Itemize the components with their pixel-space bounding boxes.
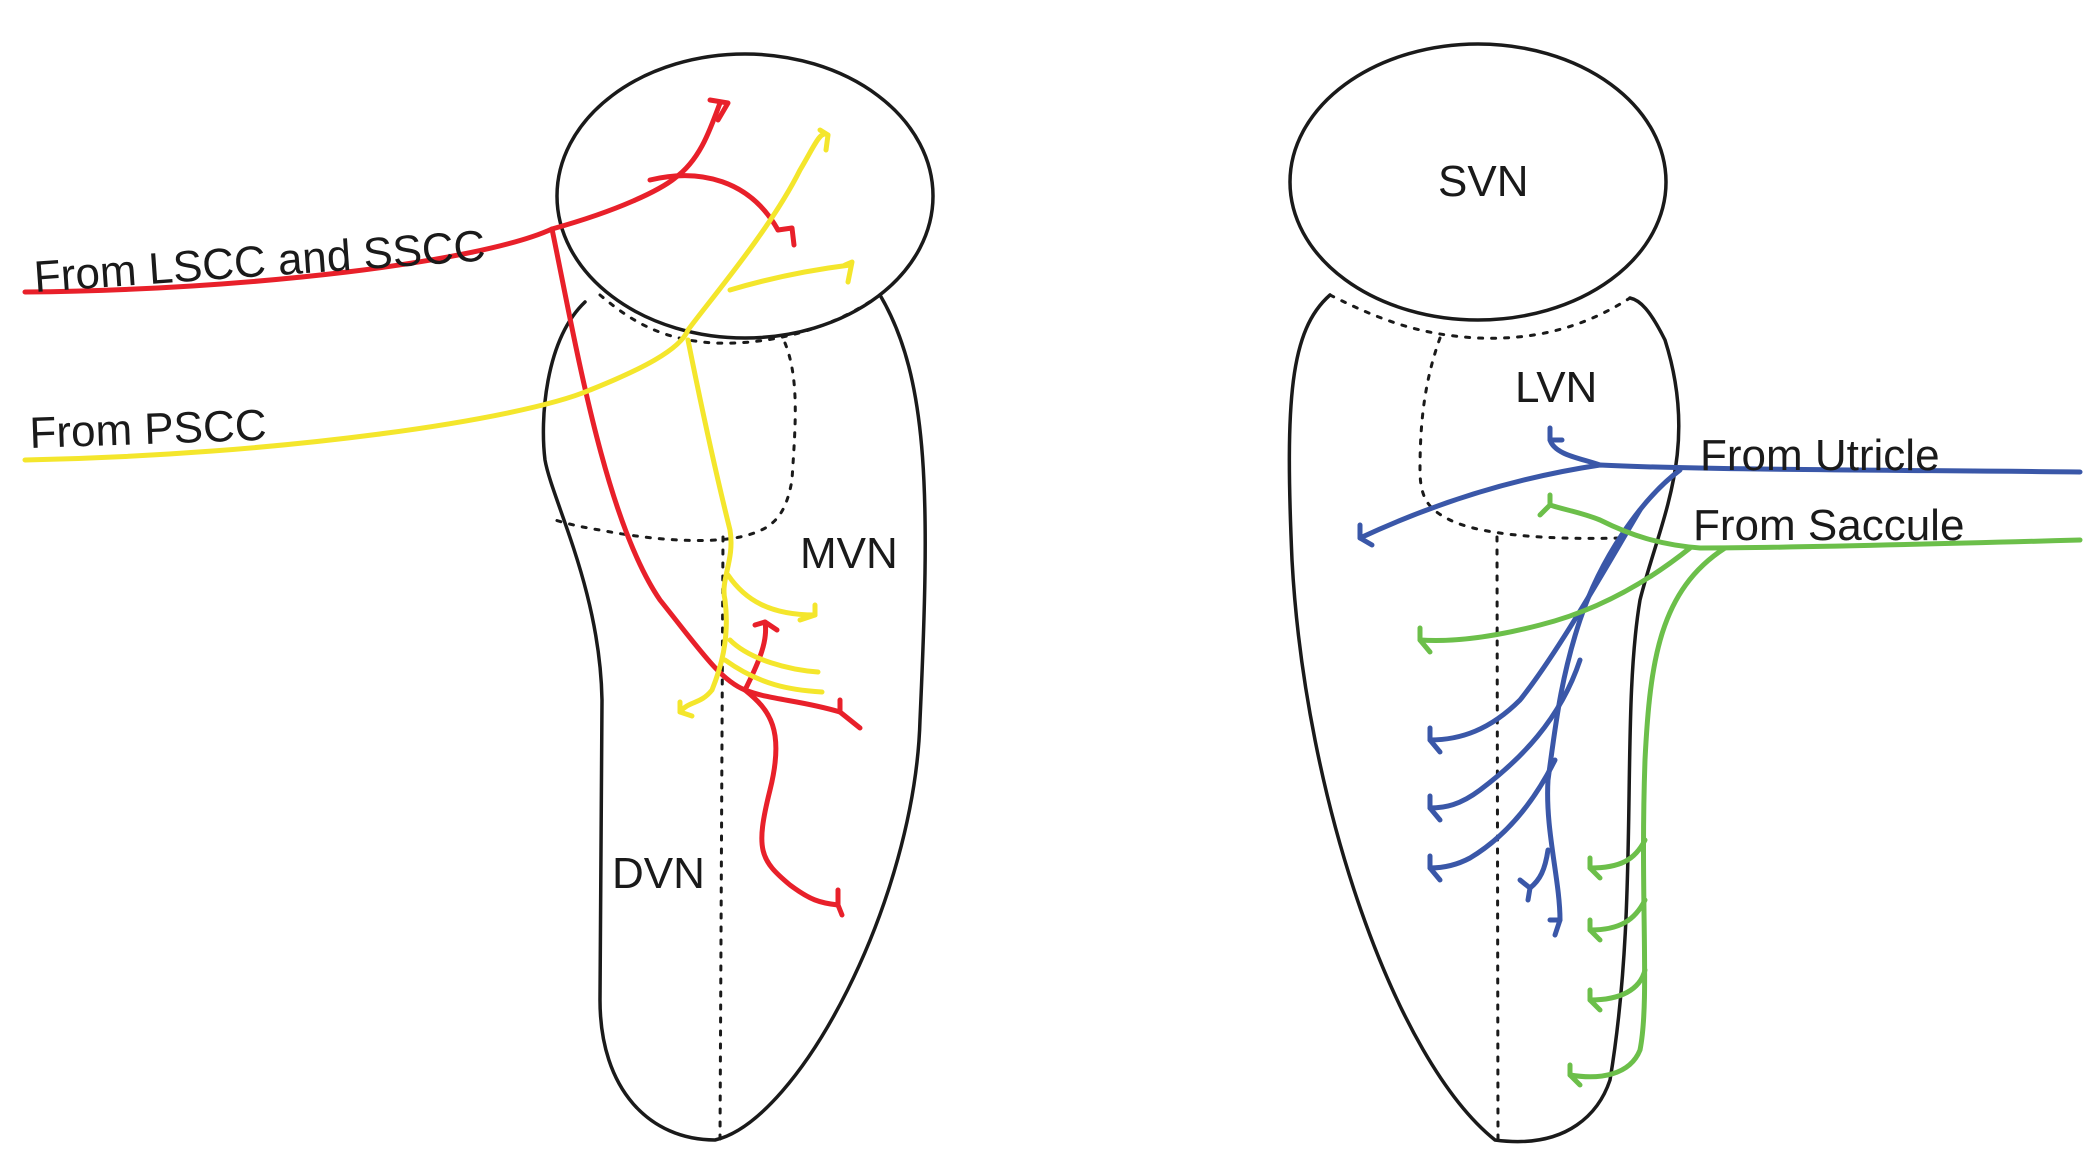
lscc-sscc-terminal-1 — [707, 97, 731, 123]
utricle-dvn-branch-2 — [1427, 657, 1583, 811]
pscc-fibers — [22, 127, 855, 719]
lscc-sscc-dorsal-branch — [742, 619, 769, 693]
label-lvn: LVN — [1515, 363, 1597, 412]
utricle-dvn-branch-4 — [1527, 847, 1551, 891]
pscc-mvn-branch-2 — [727, 637, 821, 675]
left-lvn-boundary — [553, 341, 797, 543]
saccule-dvn-branch-3 — [1587, 967, 1648, 1003]
left-svn-lower-boundary — [598, 293, 882, 345]
utricle-terminal-6 — [1517, 877, 1533, 903]
left-brainstem — [541, 52, 935, 1142]
pscc-terminal-1 — [797, 602, 818, 623]
utricle-dvn-branch-1 — [1427, 507, 1643, 743]
saccule-terminal-4 — [1587, 917, 1603, 943]
pscc-mvn-branch-1 — [725, 572, 818, 618]
saccule-fibers — [1417, 492, 2083, 1088]
utricle-terminal-1 — [1357, 522, 1375, 548]
label-from-pscc: From PSCC — [29, 401, 268, 458]
right-body-outline — [1287, 293, 1681, 1144]
left-svn-outline — [555, 52, 935, 340]
utricle-terminal-5 — [1427, 853, 1443, 883]
pscc-main-fiber — [22, 131, 831, 463]
label-dvn: DVN — [612, 849, 705, 898]
pscc-terminal-4 — [677, 699, 695, 719]
lscc-sscc-terminal-3 — [837, 697, 863, 731]
saccule-descending-fiber — [1567, 545, 1728, 1080]
left-body-outline — [541, 293, 927, 1142]
saccule-main-fiber — [1547, 502, 2083, 551]
saccule-dvn-branch-2 — [1587, 897, 1648, 933]
saccule-terminal-2 — [1417, 625, 1433, 655]
utricle-fibers — [1357, 425, 2083, 938]
utricle-dvn-branch-3 — [1427, 757, 1558, 871]
pscc-upper-branch — [727, 262, 853, 293]
lscc-sscc-terminal-2 — [775, 225, 797, 248]
pscc-terminal-2 — [842, 259, 855, 285]
utricle-main-fiber — [1357, 462, 2083, 541]
lscc-sscc-descending-fiber — [549, 226, 841, 908]
left-dvn-mvn-boundary — [718, 535, 725, 1142]
saccule-terminal-1 — [1537, 492, 1553, 518]
lscc-sscc-terminal-5 — [835, 887, 845, 918]
right-svn-outline — [1288, 42, 1668, 322]
pscc-mvn-branch-3 — [722, 657, 825, 695]
lscc-sscc-mvn-branch — [742, 687, 843, 715]
lscc-sscc-fibers — [22, 97, 863, 918]
utricle-terminal-4 — [1427, 793, 1443, 823]
right-svn-lower-boundary — [1328, 293, 1632, 340]
utricle-lvn-terminal — [1547, 437, 1603, 468]
pscc-terminal-3 — [817, 127, 831, 153]
utricle-terminal-2 — [1547, 425, 1565, 443]
saccule-dvn-branch-1 — [1587, 837, 1648, 871]
label-mvn: MVN — [800, 529, 898, 578]
label-svn: SVN — [1438, 157, 1528, 206]
utricle-terminal-7 — [1547, 917, 1563, 938]
label-from-utricle: From Utricle — [1700, 431, 1940, 480]
label-from-lscc-sscc: From LSCC and SSCC — [32, 222, 487, 302]
lscc-sscc-terminal-4 — [752, 619, 780, 633]
saccule-ventral-branch — [1417, 545, 1693, 643]
pscc-descending-fiber — [677, 337, 734, 715]
saccule-terminal-3 — [1587, 855, 1603, 881]
saccule-terminal-6 — [1567, 1062, 1583, 1088]
utricle-terminal-3 — [1427, 725, 1443, 755]
saccule-terminal-5 — [1587, 987, 1603, 1013]
label-from-saccule: From Saccule — [1693, 501, 1964, 550]
lscc-sscc-upper-branch — [647, 173, 781, 233]
